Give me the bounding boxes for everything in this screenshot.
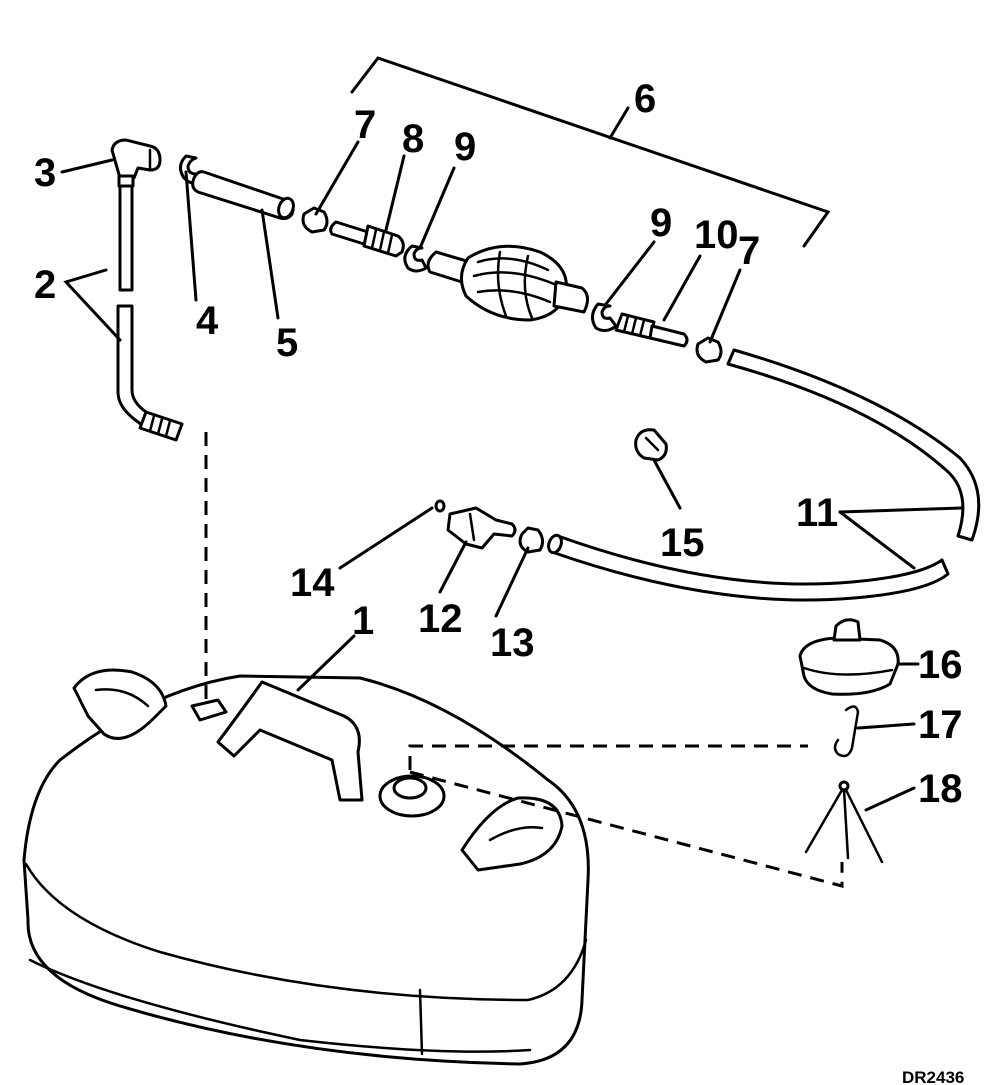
callout-18: 18 — [918, 767, 963, 811]
connector-cap — [634, 428, 668, 462]
primer-bulb — [426, 244, 589, 322]
callout-11: 11 — [796, 491, 838, 535]
elbow-fitting — [110, 138, 162, 188]
callout-4: 4 — [196, 299, 219, 343]
engine-connector — [329, 220, 405, 258]
callout-7-left: 7 — [354, 103, 376, 147]
cap-retainer-hook — [833, 705, 860, 758]
callout-6: 6 — [634, 77, 656, 121]
callout-8: 8 — [402, 117, 424, 161]
fuel-tank — [22, 668, 590, 1066]
callout-16: 16 — [918, 643, 963, 687]
drawing-reference: DR2436 — [902, 1068, 964, 1085]
callout-12: 12 — [418, 597, 463, 641]
callout-5: 5 — [276, 321, 298, 365]
callout-3: 3 — [34, 151, 56, 195]
callout-10: 10 — [694, 213, 739, 257]
callout-15: 15 — [660, 521, 705, 565]
hose-clamp-left — [301, 206, 329, 234]
pickup-tube — [116, 184, 184, 442]
hose-clip-right — [591, 302, 618, 333]
hose-clamp-right — [695, 336, 723, 364]
leader-lines — [60, 140, 964, 812]
hose-clamp-tank — [518, 526, 545, 554]
spring-clip — [804, 780, 884, 864]
fill-cap — [798, 618, 900, 696]
primer-bulb-assembly-bracket — [350, 56, 831, 248]
callout-7-right: 7 — [738, 229, 760, 273]
tank-connector — [614, 312, 689, 348]
callout-14: 14 — [290, 561, 335, 605]
callout-9-left: 9 — [454, 125, 476, 169]
fuel-hose — [547, 348, 981, 602]
callout-17: 17 — [918, 703, 963, 747]
callout-1: 1 — [352, 599, 374, 643]
callout-13: 13 — [490, 621, 535, 665]
hose-clip-left — [403, 244, 428, 273]
fill-opening-dashed-line — [408, 744, 844, 888]
o-ring — [434, 499, 446, 513]
tank-fitting — [446, 506, 517, 550]
callout-9-right: 9 — [650, 201, 672, 245]
callout-labels: 3 2 4 5 6 7 8 9 9 10 7 11 15 14 12 13 1 … — [34, 77, 963, 811]
callout-2: 2 — [34, 263, 56, 307]
short-hose — [191, 170, 295, 220]
